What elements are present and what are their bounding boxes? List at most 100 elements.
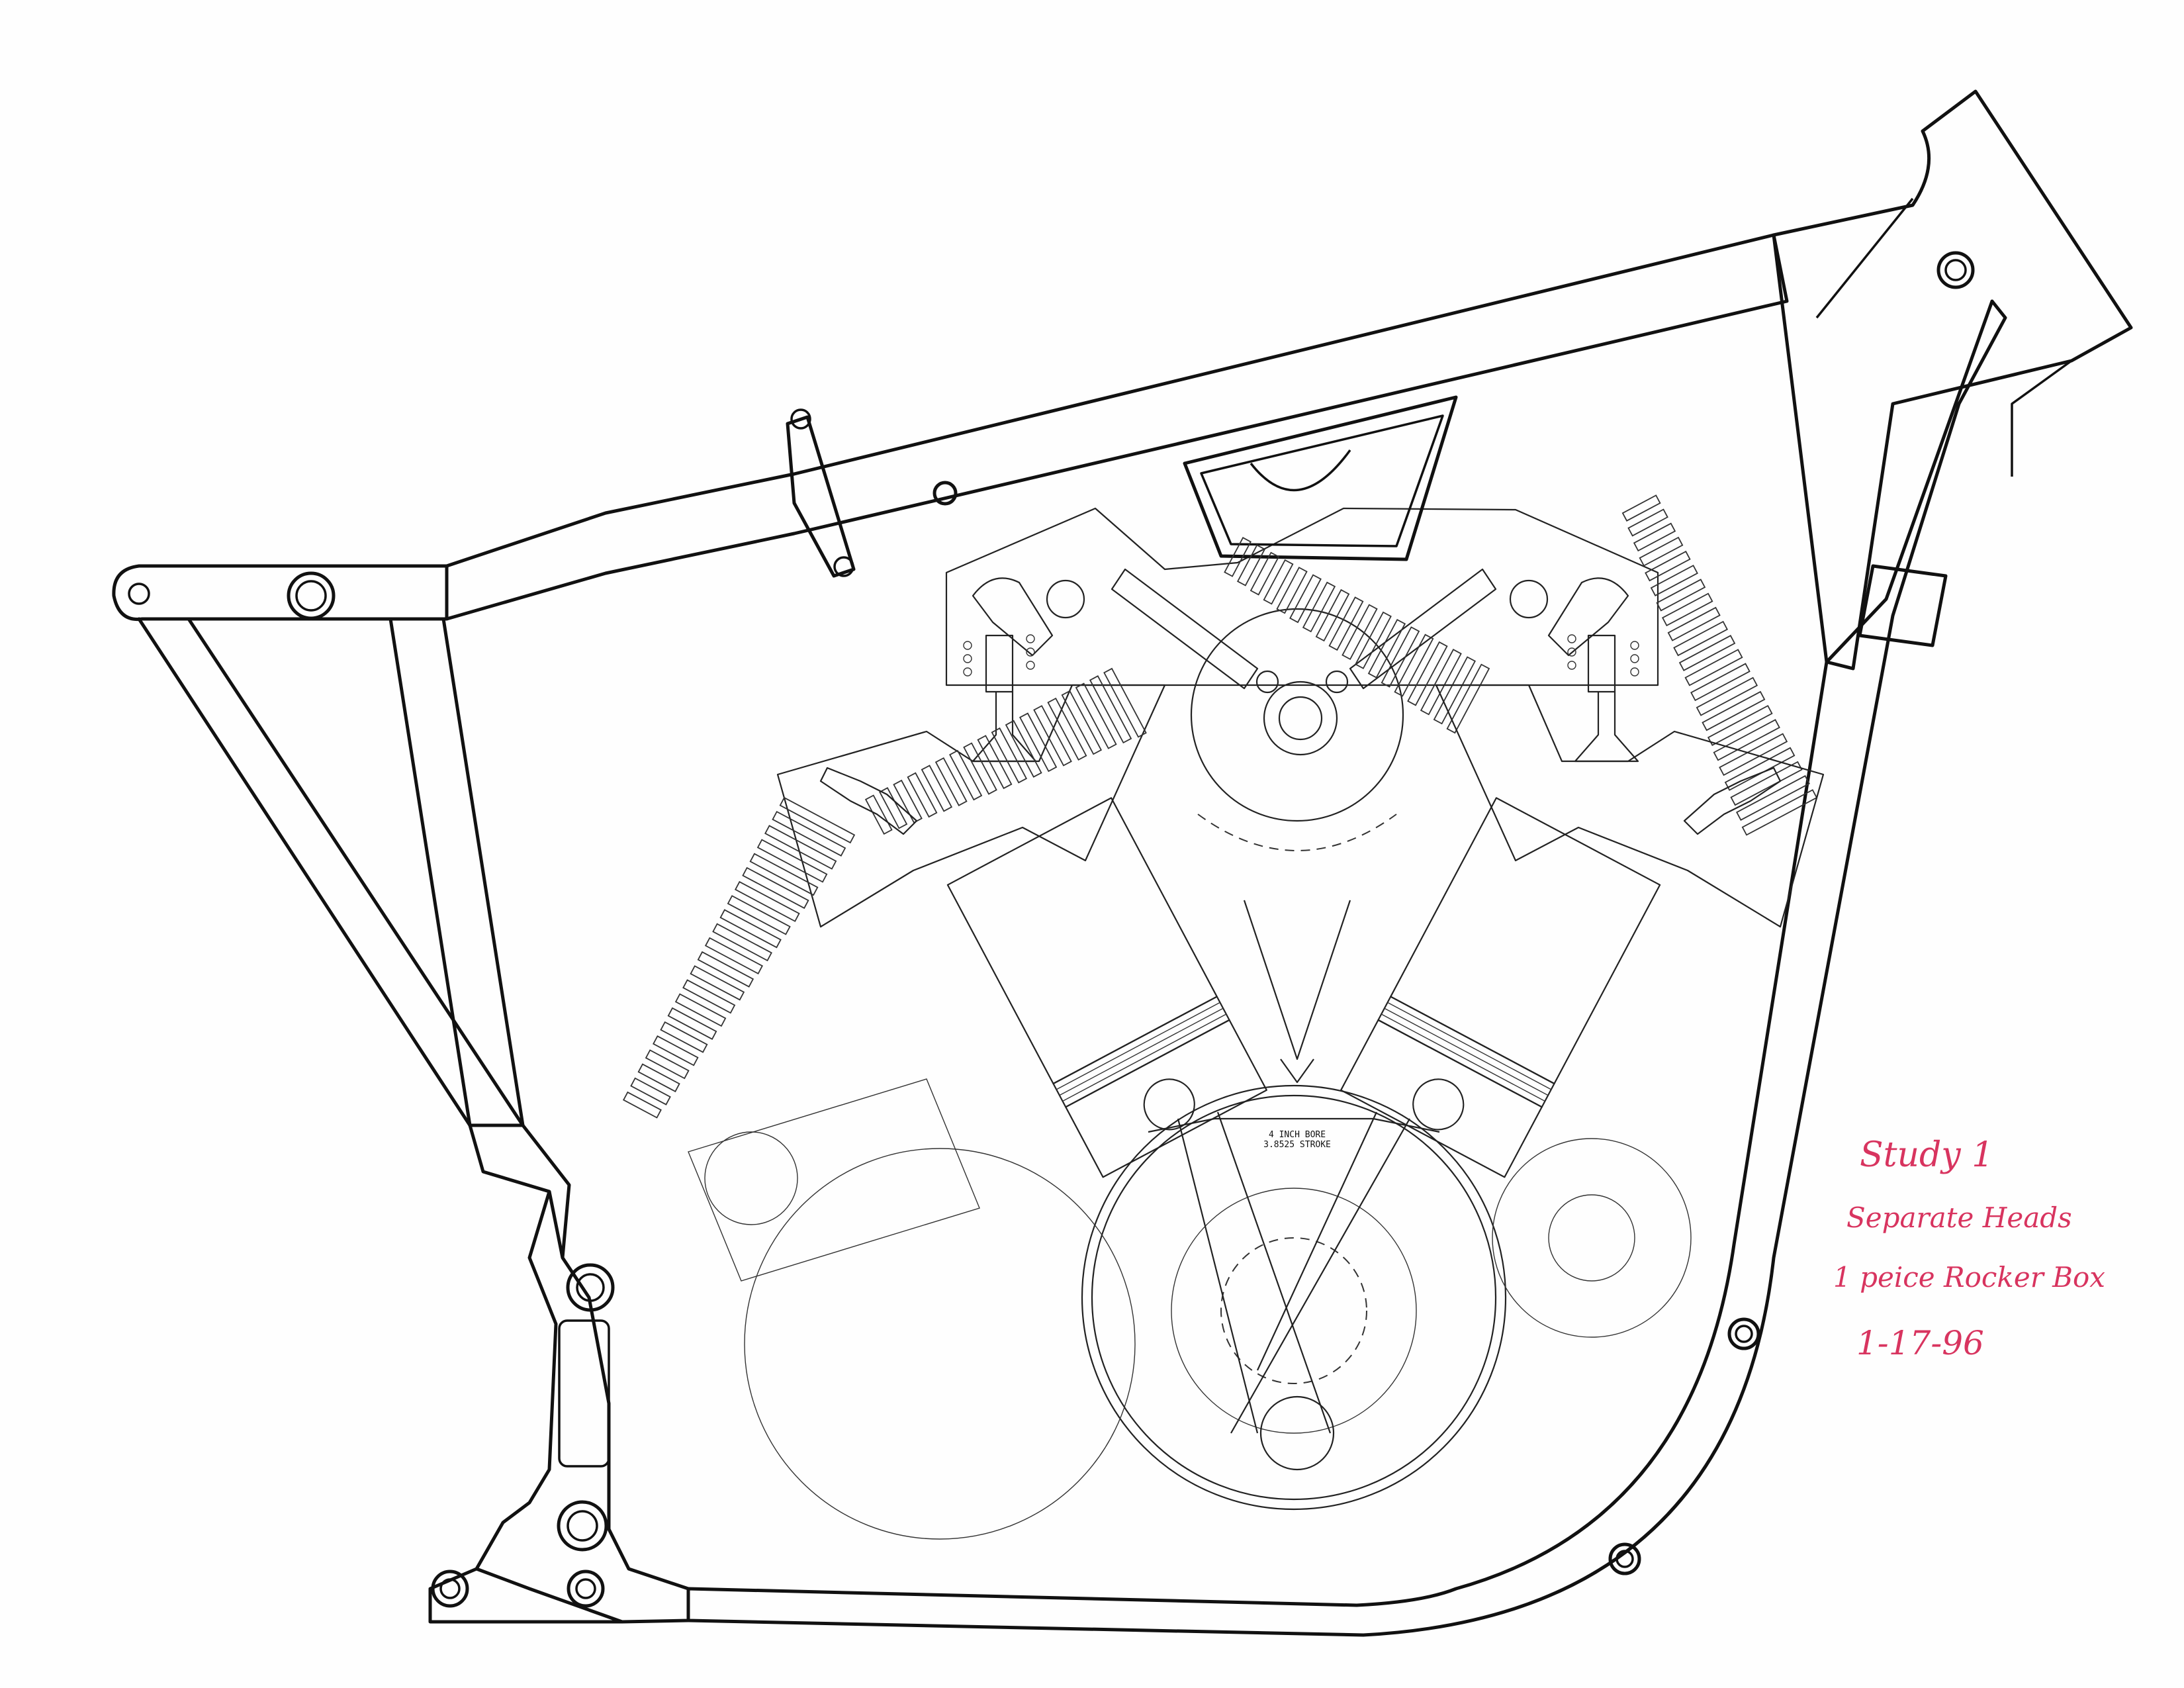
cooling-fin — [907, 772, 938, 818]
cooling-fin — [934, 757, 968, 806]
right-cylinder — [1340, 797, 1661, 1178]
cooling-fin — [1420, 649, 1462, 716]
cooling-fin — [1673, 620, 1729, 657]
cooling-fin — [1730, 761, 1803, 806]
cooling-fin — [637, 1063, 680, 1093]
cooling-fin — [1690, 663, 1751, 702]
cooling-fin — [1707, 704, 1773, 746]
annotation-date: 1-17-96 — [1856, 1324, 1984, 1362]
cooling-fin — [1656, 579, 1706, 612]
cooling-fin — [1276, 567, 1308, 614]
cooling-fin — [1103, 667, 1147, 738]
cooling-fin — [1702, 690, 1766, 731]
neck-bolt-inner — [1944, 259, 1967, 281]
footpeg-mount-inner — [439, 1578, 461, 1599]
v-twin-engine: 4 INCH BORE 3.8525 STROKE — [622, 395, 1825, 1540]
left-wrist-pin — [1143, 1078, 1195, 1131]
right-inner-fins — [1224, 537, 1490, 734]
cooling-fin — [1667, 606, 1721, 641]
right-cylinder-fins — [1621, 494, 1818, 836]
cooling-fin — [1236, 544, 1266, 586]
top-tube-hole — [933, 481, 958, 506]
cooling-fin — [963, 742, 997, 795]
stroke-spec-text: 3.8525 STROKE — [1263, 1140, 1331, 1150]
cooling-fin — [630, 1077, 671, 1105]
left-rocker-arm — [972, 577, 1054, 657]
left-valve-spring — [985, 634, 1014, 693]
cooling-fin — [645, 1049, 690, 1080]
cooling-fin — [1224, 537, 1251, 577]
cooling-fin — [622, 1091, 662, 1119]
cam-gear — [1263, 680, 1338, 756]
right-wrist-pin — [1412, 1078, 1465, 1131]
cooling-fin — [1263, 559, 1294, 605]
primary-drive-circle — [744, 1148, 1136, 1540]
left-pushrod-end — [1255, 670, 1279, 694]
cooling-fin — [893, 779, 923, 823]
brake-mount — [567, 1570, 605, 1608]
cooling-fin — [1621, 494, 1661, 522]
cooling-fin — [1033, 705, 1072, 767]
cooling-fin — [772, 810, 846, 857]
cooling-fin — [991, 727, 1028, 784]
seat-stay-diagonal — [137, 617, 525, 1127]
cooling-fin — [779, 796, 856, 844]
right-pushrod — [1349, 568, 1497, 690]
cooling-fin — [1633, 522, 1676, 552]
oil-gallery-holes — [963, 634, 1639, 677]
cooling-fin — [1736, 774, 1810, 821]
swingarm-pivot-upper-inner — [576, 1273, 605, 1302]
cooling-fin — [756, 839, 828, 883]
cooling-fin — [719, 909, 782, 949]
cooling-fin — [1342, 604, 1378, 661]
generator-pulley — [704, 1131, 798, 1225]
rear-upright — [428, 1123, 690, 1624]
right-connecting-rod — [1230, 1111, 1410, 1434]
cooling-fin — [1684, 649, 1743, 686]
rear-mount-bolt-inner — [295, 580, 327, 612]
cooling-fin — [764, 825, 837, 870]
annotation-rocker-box: 1 peice Rocker Box — [1833, 1261, 2105, 1293]
v-notch — [1280, 1058, 1314, 1084]
bracket-hole-bottom — [833, 556, 854, 577]
cooling-fin — [1650, 565, 1698, 596]
cooling-fin — [1302, 581, 1336, 633]
swingarm-pivot-upper — [566, 1263, 615, 1312]
brake-mount-inner — [575, 1578, 596, 1599]
pivot-slot — [558, 1319, 610, 1468]
annotation-study: Study 1 — [1860, 1135, 1994, 1175]
cooling-fin — [660, 1021, 708, 1053]
oil-pump-gear — [1548, 1194, 1635, 1282]
cooling-fin — [1639, 536, 1684, 567]
left-valve — [972, 692, 1037, 763]
cooling-fin — [1075, 682, 1117, 749]
top-tube — [445, 233, 1789, 621]
cooling-fin — [1047, 697, 1087, 761]
left-cylinder-fins — [622, 796, 856, 1119]
footpeg-mount — [431, 1570, 469, 1608]
left-pushrod — [1111, 568, 1259, 690]
right-valve — [1574, 692, 1639, 763]
cooling-fin — [704, 937, 764, 975]
cooling-fin — [682, 979, 736, 1014]
generator-housing — [688, 1078, 980, 1282]
left-inner-fins — [864, 667, 1147, 835]
cooling-fin — [977, 735, 1013, 790]
down-tube-clamp — [1858, 564, 1948, 647]
cooling-fin — [1713, 719, 1780, 761]
cooling-fin — [667, 1007, 717, 1040]
cooling-fin — [690, 965, 745, 1001]
swingarm-pivot-lower-inner — [567, 1510, 598, 1542]
cooling-fin — [1355, 611, 1392, 669]
cooling-fin — [1005, 720, 1042, 778]
frame-bolts — [128, 251, 1975, 1608]
cooling-fin — [727, 895, 791, 935]
down-tube-mount-inner — [1735, 1325, 1753, 1343]
tank-tunnel — [1183, 395, 1458, 561]
right-spark-plug — [1683, 767, 1782, 835]
cooling-fin — [674, 993, 727, 1027]
cooling-fin — [1289, 574, 1322, 624]
tank-arch — [1250, 449, 1351, 492]
